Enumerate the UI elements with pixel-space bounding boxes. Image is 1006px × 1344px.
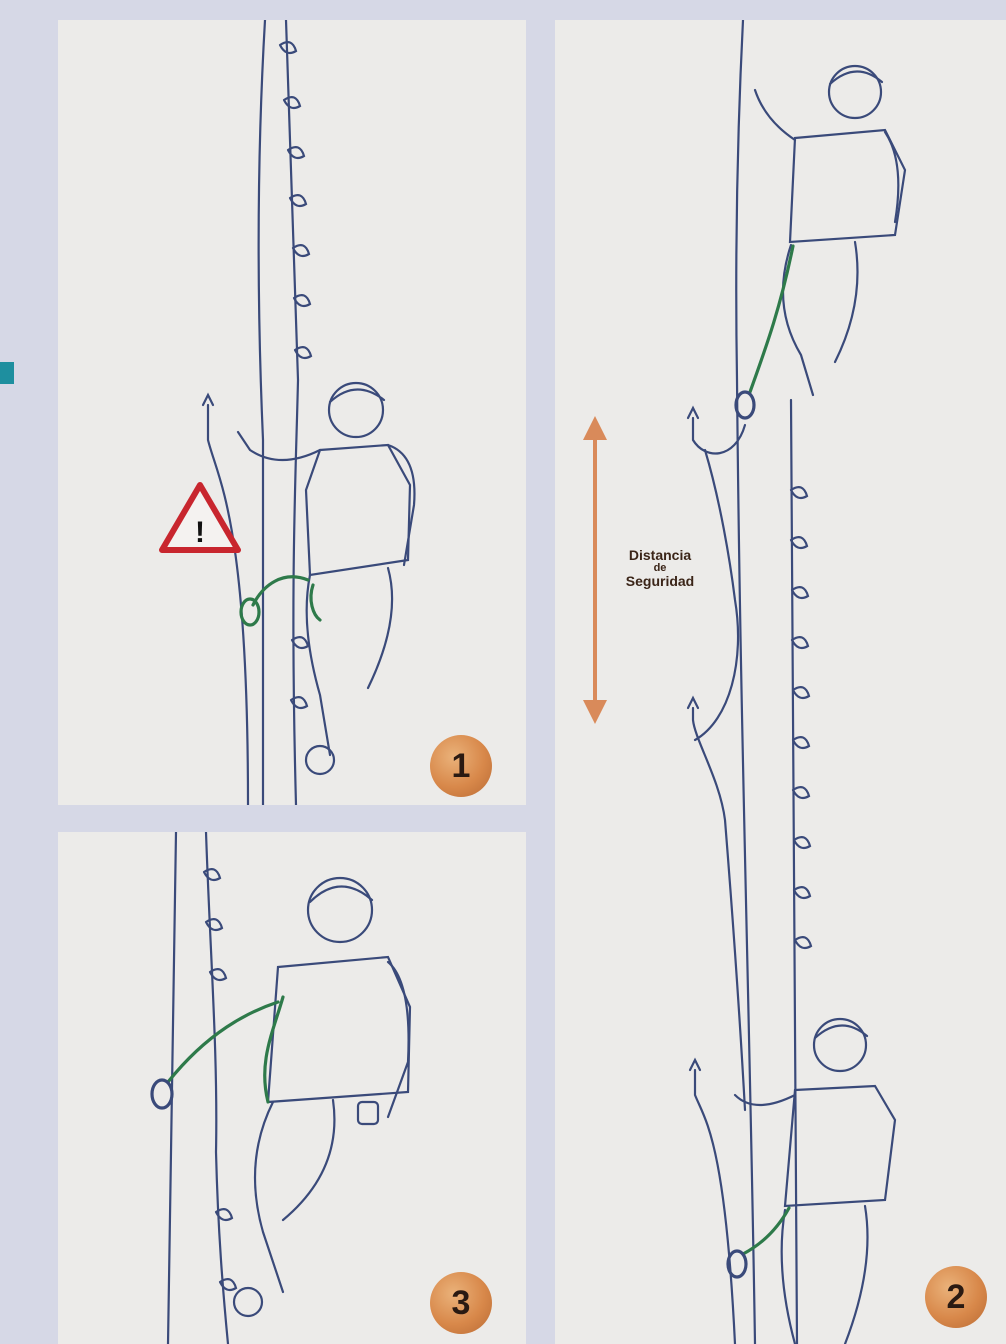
distance-label-line-3: Seguridad bbox=[590, 574, 730, 589]
warning-symbol: ! bbox=[195, 516, 205, 549]
step-2-illustration bbox=[555, 20, 1006, 1344]
distance-label-line-1: Distancia bbox=[590, 548, 730, 563]
safety-distance-label: Distancia de Seguridad bbox=[590, 548, 730, 589]
side-marker bbox=[0, 362, 14, 384]
step-2-badge: 2 bbox=[925, 1266, 987, 1328]
step-1-badge: 1 bbox=[430, 735, 492, 797]
step-1-illustration: ! bbox=[58, 20, 526, 805]
panel-step-3: 3 bbox=[58, 832, 526, 1344]
panel-step-2: Distancia de Seguridad 2 bbox=[555, 20, 1006, 1344]
step-3-badge: 3 bbox=[430, 1272, 492, 1334]
step-3-illustration bbox=[58, 832, 526, 1344]
panel-step-1: ! 1 bbox=[58, 20, 526, 805]
